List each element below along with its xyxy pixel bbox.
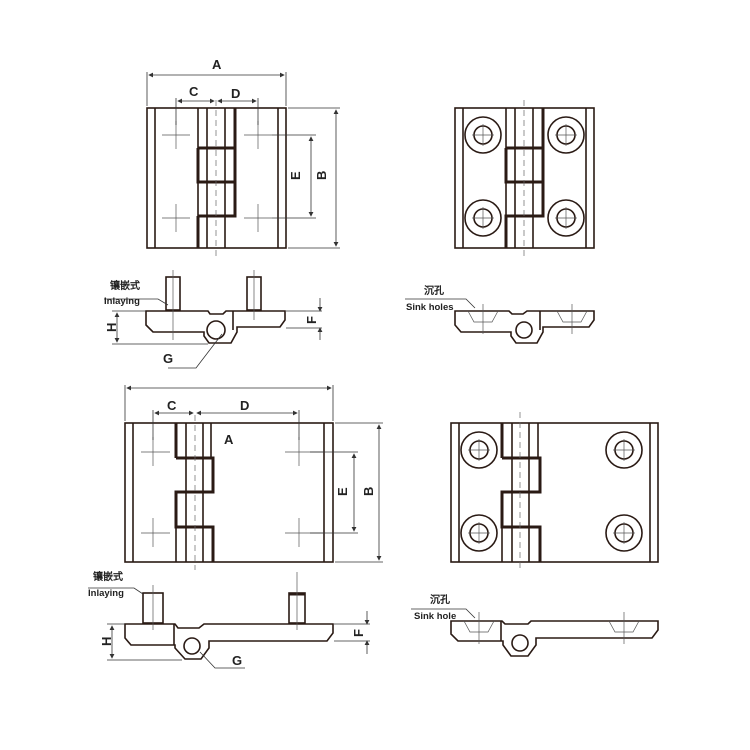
side-view-inlaying-rect <box>124 572 334 660</box>
callout-sink-cn: 沉孔 <box>430 593 450 606</box>
callout-inlay-cn: 镶嵌式 <box>110 279 140 292</box>
dim-label-a: A <box>212 57 222 72</box>
callout-inlay-cn: 镶嵌式 <box>93 570 123 583</box>
dim-label-g: G <box>232 653 242 668</box>
dim-label-b: B <box>361 487 376 496</box>
dimension-lines-bottom-left <box>124 385 383 563</box>
dim-label-c: C <box>189 84 199 99</box>
dim-label-d: D <box>240 398 249 413</box>
countersunk-hole <box>460 431 498 469</box>
dim-label-b: B <box>314 171 329 180</box>
front-view-rect-hinge-countersunk <box>450 412 659 570</box>
dim-label-f: F <box>304 316 319 324</box>
dim-label-f: F <box>351 629 366 637</box>
dim-label-a: A <box>224 432 234 447</box>
dim-label-e: E <box>288 171 303 180</box>
front-view-square-hinge-countersunk <box>454 100 595 256</box>
side-view-inlaying-square <box>145 270 286 344</box>
side-view-sink-holes-square <box>405 298 595 344</box>
dimension-lines-bottom-left-side <box>88 587 370 669</box>
dim-label-g: G <box>163 351 173 366</box>
dim-label-h: H <box>104 323 119 332</box>
callout-sink-hole-en: Sink hole <box>414 611 456 622</box>
countersunk-hole <box>605 514 643 552</box>
countersunk-hole <box>464 116 502 154</box>
dimension-lines-top-left-side <box>104 298 323 369</box>
front-view-rect-hinge <box>124 415 334 570</box>
countersunk-hole <box>605 431 643 469</box>
countersunk-hole <box>460 514 498 552</box>
callout-sink-holes-en: Sink holes <box>406 302 454 313</box>
dim-label-c: C <box>167 398 177 413</box>
front-view-square-hinge <box>146 100 287 256</box>
side-view-sink-hole-rect <box>411 608 659 657</box>
callout-inlay-en: Inlaying <box>88 588 124 599</box>
callout-sink-cn: 沉孔 <box>424 284 444 297</box>
countersunk-hole <box>547 116 585 154</box>
dim-label-e: E <box>335 487 350 496</box>
dimension-lines-top-left <box>146 72 340 249</box>
dim-label-h: H <box>99 637 114 646</box>
dim-label-d: D <box>231 86 240 101</box>
countersunk-hole <box>547 199 585 237</box>
countersunk-hole <box>464 199 502 237</box>
callout-inlay-en: Inlaying <box>104 296 140 307</box>
